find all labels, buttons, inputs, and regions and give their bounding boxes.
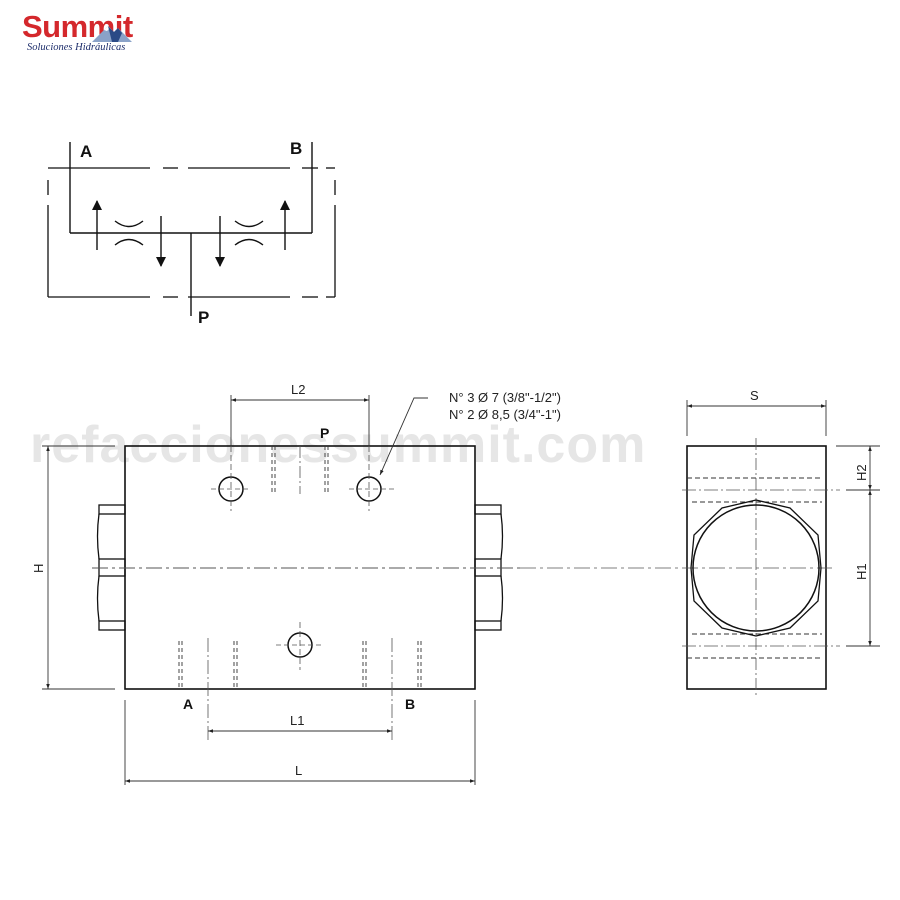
schematic-circuit: [69, 142, 313, 316]
restrictor-right: [234, 220, 264, 246]
dimension-s: [686, 400, 827, 436]
dimension-l-label: L: [295, 763, 302, 778]
top-hole-right: [349, 446, 395, 511]
schematic-port-a: A: [80, 142, 92, 161]
dimension-h2-label: H2: [854, 464, 869, 481]
schematic-enclosure: [47, 167, 336, 298]
restrictor-left: [114, 220, 144, 246]
top-hole-left: [211, 446, 251, 511]
front-port-b: B: [405, 696, 415, 712]
bottom-hole: [276, 622, 324, 670]
dimension-l2: [230, 395, 370, 446]
side-hidden-lines: [687, 477, 822, 659]
side-view: [520, 400, 880, 697]
hydraulic-schematic: [47, 142, 336, 316]
bottom-hidden-lines: [178, 641, 422, 689]
dimension-h2: [836, 445, 880, 490]
dimension-l2-label: L2: [291, 382, 305, 397]
dimension-l1-label: L1: [290, 713, 304, 728]
dimension-l: [124, 700, 476, 785]
schematic-port-p: P: [198, 308, 209, 327]
side-body: [686, 445, 827, 690]
dimension-h: [42, 445, 115, 690]
side-port-hex: [690, 499, 822, 637]
mountain-icon: [92, 26, 132, 42]
dimension-h1-label: H1: [854, 563, 869, 580]
left-hex-fitting: [96, 504, 126, 631]
brand-tagline: Soluciones Hidráulicas: [27, 42, 126, 53]
hole-note-line2: N° 2 Ø 8,5 (3/4"-1"): [449, 407, 561, 422]
right-hex-fitting: [474, 504, 504, 631]
front-port-p: P: [320, 425, 329, 441]
dimension-h-label: H: [31, 564, 46, 573]
side-port-circle: [692, 504, 820, 632]
hole-note-line1: N° 3 Ø 7 (3/8"-1/2"): [449, 390, 561, 405]
top-hidden-lines: [271, 446, 329, 495]
brand-logo: Summit Soluciones Hidráulicas: [22, 10, 152, 55]
watermark: refaccionessummit.com: [30, 416, 647, 474]
hole-note-leader: [379, 397, 428, 476]
dimension-h1: [846, 489, 880, 647]
front-view: [42, 395, 520, 785]
front-port-a: A: [183, 696, 193, 712]
dimension-s-label: S: [750, 388, 759, 403]
schematic-port-b: B: [290, 139, 302, 158]
